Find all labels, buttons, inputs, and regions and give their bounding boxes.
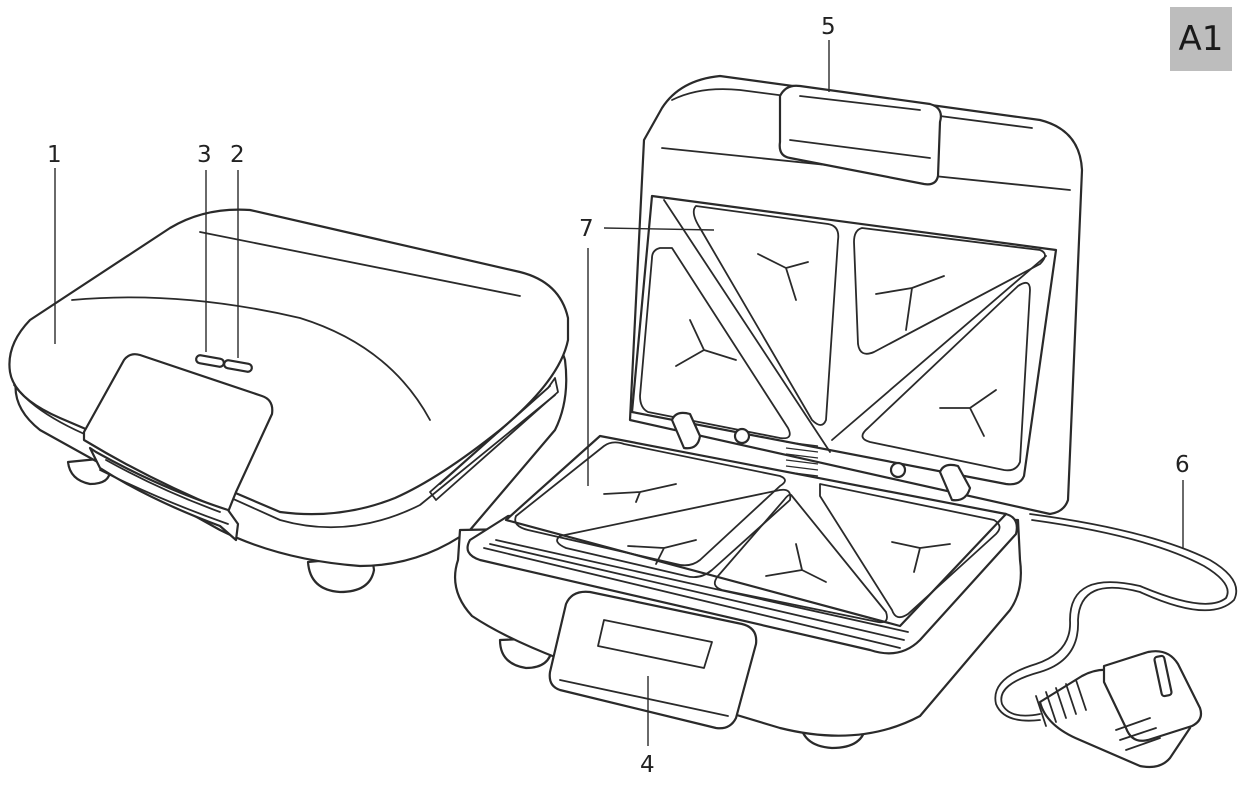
upper-plate (630, 194, 1058, 486)
open-handle-slot (597, 619, 713, 669)
indicator-light-2 (223, 359, 253, 373)
upper-pocket-tr (853, 227, 1046, 355)
open-handle (548, 590, 758, 730)
callout-7: 7 (579, 216, 594, 242)
lid-rim-line (13, 384, 556, 529)
power-cord (1000, 513, 1238, 717)
upper-plate-divider (663, 199, 831, 453)
callout-3: 3 (197, 142, 212, 168)
upper-plate-divider-2 (831, 255, 1047, 441)
leader-lines (54, 40, 1184, 746)
upper-y-mark-2 (875, 275, 945, 331)
base-ridge-3 (495, 539, 909, 633)
open-lid-top-edge (671, 88, 1033, 129)
upper-y-mark-1 (757, 253, 809, 301)
base-ridge-2 (489, 543, 905, 641)
plug-grip-lines (1035, 679, 1087, 727)
figure-id-badge: A1 (1170, 7, 1232, 71)
plug-pin (1153, 654, 1173, 698)
lower-y-mark-4 (891, 541, 951, 573)
callout-labels: 1 3 2 5 7 6 4 (47, 14, 1190, 778)
upper-pocket-br (861, 281, 1031, 472)
hinge-spring (785, 441, 819, 477)
callout-5: 5 (821, 14, 836, 40)
power-cord-outer (994, 519, 1229, 722)
hinge-left (670, 411, 702, 450)
upper-pocket-tl (692, 205, 840, 426)
lower-pocket-r (819, 483, 1001, 619)
lid-top-highlight (71, 296, 431, 421)
callout-1: 1 (47, 142, 62, 168)
hinge-screw-right (889, 461, 907, 479)
lid-back-highlight (199, 231, 521, 297)
lower-y-mark-3 (765, 543, 827, 583)
open-sandwich-maker (454, 74, 1238, 769)
lower-y-mark-1 (603, 483, 677, 503)
open-handle-lip (559, 679, 729, 717)
lower-pocket-c (713, 493, 888, 624)
lid-latch (778, 84, 942, 186)
plug-face-lines (1115, 717, 1161, 751)
upper-pocket-bl (639, 247, 791, 440)
hinge-screw-left (733, 427, 751, 445)
upper-y-mark-3 (675, 319, 737, 367)
lid-latch-lip (789, 139, 931, 159)
upper-y-mark-4 (939, 389, 997, 437)
hinge-right (938, 463, 972, 502)
base-ridge-1 (483, 547, 901, 649)
lid-latch-groove (799, 95, 921, 111)
closed-handle-slot-2 (99, 469, 229, 525)
closed-sandwich-maker (8, 208, 570, 594)
lower-pocket-l (514, 441, 786, 567)
callout-2: 2 (230, 142, 245, 168)
lower-pocket-m (556, 488, 792, 579)
callout-6: 6 (1175, 452, 1190, 478)
side-vent-inner (439, 385, 551, 485)
closed-handle-cover (82, 353, 274, 514)
leader-7-top (603, 227, 715, 231)
callout-4: 4 (640, 752, 655, 778)
lower-y-mark-2 (627, 539, 697, 565)
closed-handle-slot (105, 459, 221, 513)
